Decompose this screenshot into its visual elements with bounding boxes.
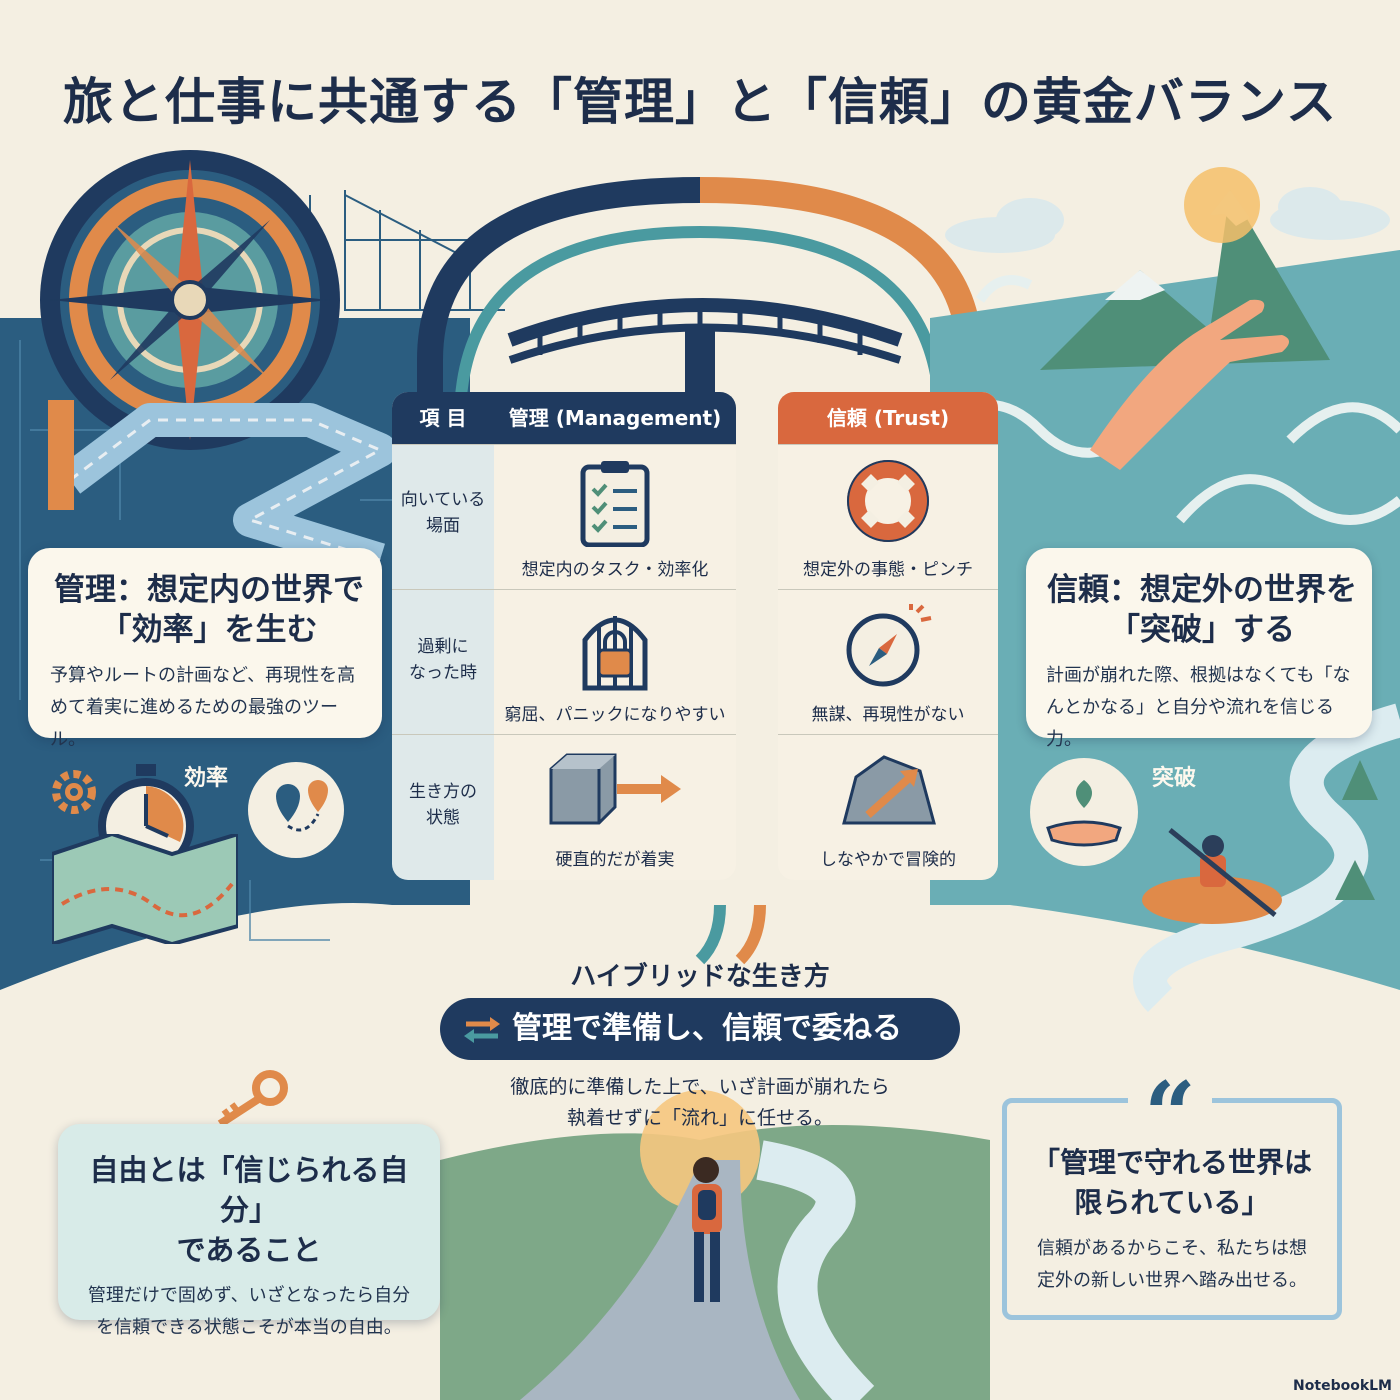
quote-heading: 「管理で守れる世界は限られている」 [1031, 1146, 1312, 1219]
clipboard-checklist-icon [580, 461, 650, 547]
quote-body: 信頼があるからこそ、私たちは想定外の新しい世界へ踏み出せる。 [1037, 1238, 1307, 1291]
trust-column: 信頼 (Trust) 想定外の事態・ピンチ 無謀、再現性がない [778, 392, 998, 880]
trust-cell-3: しなやかで冒険的 [778, 734, 998, 879]
freedom-card: 自由とは「信じられる自分」であること 管理だけで固めず、いざとなったら自分を信頼… [58, 1124, 440, 1338]
freedom-heading: 自由とは「信じられる自分」であること [89, 1153, 409, 1267]
quote-card: 「管理で守れる世界は限られている」 信頼があるからこそ、私たちは想定外の新しい世… [1002, 1098, 1342, 1320]
management-scene-text: 想定内のタスク・効率化 [521, 560, 709, 580]
quote-mark: “ [1128, 1060, 1212, 1168]
header-trust: 信頼 (Trust) [778, 392, 998, 444]
brand-label: NotebookLM [1293, 1378, 1392, 1394]
item-column: 項 目 向いている場面 過剰になった時 生き方の状態 [392, 392, 494, 880]
tree-icon [1335, 760, 1378, 900]
traveler-icon [692, 1157, 722, 1302]
key-icon [217, 1070, 288, 1128]
row-label-3: 生き方の状態 [392, 734, 494, 879]
breakthrough-tag: 突破 [1152, 766, 1197, 791]
sun-icon [1184, 167, 1260, 243]
efficiency-tag: 効率 [184, 766, 229, 791]
river-path [756, 1140, 875, 1400]
header-management: 管理 (Management) [494, 392, 736, 444]
row-label-1: 向いている場面 [392, 444, 494, 589]
bridge-arc-navy [417, 177, 701, 430]
row-label-2: 過剰になった時 [392, 589, 494, 734]
management-excess-text: 窮屈、パニックになりやすい [504, 705, 726, 725]
hybrid-description: 徹底的に準備した上で、いざ計画が崩れたら執着せずに「流れ」に任せる。 [510, 1076, 890, 1129]
trust-scene-text: 想定外の事態・ピンチ [803, 560, 973, 580]
swap-arrows-icon [464, 1017, 500, 1043]
hybrid-motto: 管理で準備し、信頼で委ねる [512, 1011, 902, 1046]
management-heading: 管理：想定内の世界で「効率」を生む [54, 572, 364, 648]
management-body: 予算やルートの計画など、再現性を高めて着実に進めるための最強のツール。 [50, 665, 356, 750]
trust-body: 計画が崩れた際、根拠はなくても「なんとかなる」と自分や流れを信じる力。 [1046, 665, 1351, 750]
management-cell-3: 硬直的だが着実 [494, 734, 736, 879]
trust-cell-2: 無謀、再現性がない [778, 589, 998, 734]
map-icon [52, 834, 238, 944]
hand-icon [1090, 299, 1289, 470]
page-title: 旅と仕事に共通する「管理」と「信頼」の黄金バランス [63, 73, 1337, 131]
river [1133, 703, 1400, 1013]
comparison-table: 項 目 向いている場面 過剰になった時 生き方の状態 管理 (Managemen… [392, 392, 998, 880]
life-ring-icon [847, 460, 929, 542]
management-column: 管理 (Management) 想定内のタスク・効率化 窮屈、パニックになりや [494, 392, 736, 880]
broken-compass-icon [846, 604, 932, 687]
management-cell-1: 想定内のタスク・効率化 [494, 444, 736, 589]
block-arrow-icon [549, 753, 681, 825]
kayak-icon [1142, 828, 1282, 924]
hybrid-motto-banner: 管理で準備し、信頼で委ねる [440, 998, 960, 1060]
rock-arrow-icon [842, 755, 936, 825]
trust-cell-1: 想定外の事態・ピンチ [778, 444, 998, 589]
compass-icon [40, 150, 340, 450]
location-pin-icon [248, 762, 344, 858]
caged-lock-icon [582, 616, 648, 691]
stone-path [520, 1160, 800, 1400]
management-cell-2: 窮屈、パニックになりやすい [494, 589, 736, 734]
bridge-icon [507, 298, 903, 400]
header-item: 項 目 [392, 392, 494, 444]
trust-heading: 信頼：想定外の世界を「突破」する [1047, 572, 1357, 648]
trust-lifestyle-text: しなやかで冒険的 [820, 850, 956, 870]
hand-sprout-icon [1030, 758, 1138, 866]
trust-card: 信頼：想定外の世界を「突破」する 計画が崩れた際、根拠はなくても「なんとかなる」… [1026, 548, 1372, 750]
trust-excess-text: 無謀、再現性がない [811, 705, 965, 725]
hybrid-heading: ハイブリッドな生き方 [570, 962, 830, 992]
management-card: 管理：想定内の世界で「効率」を生む 予算やルートの計画など、再現性を高めて着実に… [28, 548, 382, 750]
gear-icon [52, 770, 96, 814]
freedom-body: 管理だけで固めず、いざとなったら自分を信頼できる状態こそが本当の自由。 [87, 1285, 411, 1338]
management-lifestyle-text: 硬直的だが着実 [555, 850, 675, 870]
